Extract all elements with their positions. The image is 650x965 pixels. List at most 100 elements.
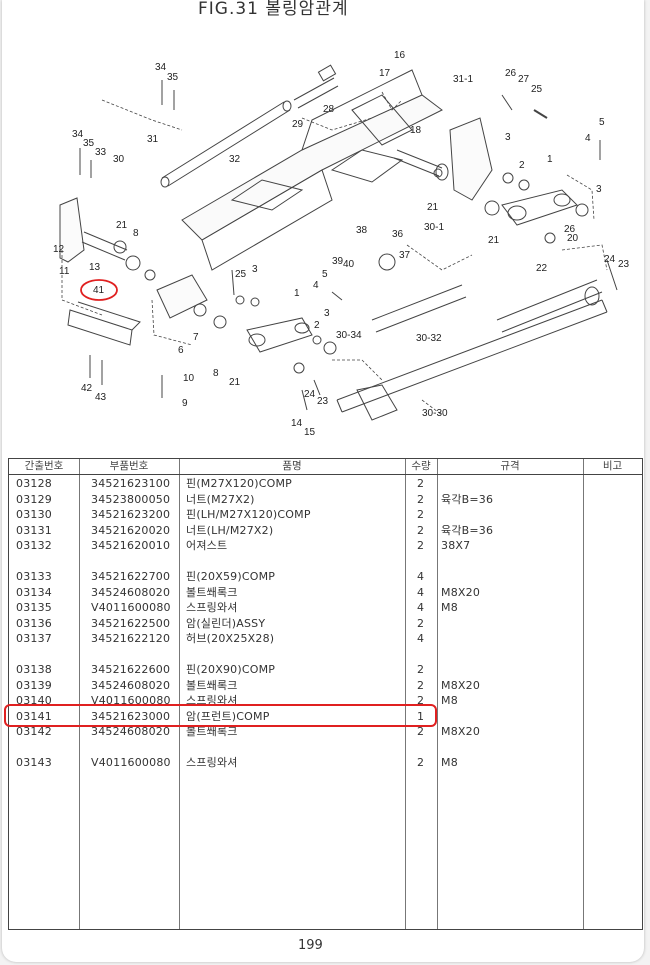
cell-index: 03139 — [16, 678, 52, 692]
callout-11: 11 — [59, 266, 70, 277]
callout-3d: 3 — [324, 308, 330, 319]
cell-part-number: 34523800050 — [91, 492, 171, 506]
callout-28: 28 — [323, 104, 335, 115]
cell-spec: M8 — [441, 694, 458, 707]
cell-part-name: 암(실린더)ASSY — [186, 616, 266, 630]
cell-quantity: 2 — [417, 756, 425, 769]
callout-42: 42 — [81, 383, 93, 394]
callout-1b: 1 — [294, 288, 300, 299]
callout-34b: 34 — [72, 129, 84, 140]
callout-21b: 21 — [427, 202, 439, 213]
callout-4: 4 — [585, 133, 591, 144]
callout-18: 18 — [410, 125, 422, 136]
cell-part-name: 핀(20X59)COMP — [186, 570, 276, 583]
cell-index: 03136 — [16, 616, 52, 630]
cell-quantity: 4 — [417, 601, 425, 614]
callout-12: 12 — [53, 244, 65, 255]
column-divider — [179, 459, 180, 929]
header-spec: 규격 — [500, 460, 520, 472]
cell-spec: 38X7 — [441, 539, 471, 552]
callout-30-1: 30-1 — [424, 222, 444, 233]
cell-index: 03133 — [16, 570, 52, 583]
cell-part-name: 스프링와셔 — [186, 694, 238, 707]
cell-spec: M8 — [441, 756, 458, 769]
cell-spec: M8X20 — [441, 678, 481, 692]
cell-quantity: 4 — [417, 632, 425, 645]
cell-spec: M8X20 — [441, 585, 481, 599]
callout-23b: 23 — [317, 396, 329, 407]
cell-part-name: 핀(M27X120)COMP — [186, 477, 292, 490]
callout-36: 36 — [392, 229, 404, 240]
cell-spec: 육각B=36 — [441, 492, 494, 506]
cell-part-name: 너트(M27X2) — [186, 492, 255, 506]
callout-2b: 2 — [314, 320, 320, 331]
callout-23: 23 — [618, 259, 630, 270]
callout-29: 29 — [292, 119, 304, 130]
cell-index: 03135 — [16, 601, 52, 614]
callout-2: 2 — [519, 160, 525, 171]
page-number: 199 — [298, 938, 323, 953]
cell-quantity: 2 — [417, 539, 425, 552]
callout-30-34: 30-34 — [336, 330, 362, 341]
callout-35b: 35 — [83, 138, 95, 149]
cell-index: 03140 — [16, 694, 52, 707]
callout-21: 21 — [116, 220, 128, 231]
cell-part-number: 34524608020 — [91, 725, 171, 738]
header-part-name: 품명 — [282, 460, 302, 472]
cell-index: 03131 — [16, 523, 52, 537]
table-row — [9, 554, 642, 569]
cell-index: 03141 — [16, 709, 52, 723]
callout-35: 35 — [167, 72, 179, 83]
callout-labels: 1 1 2 2 3 3 3 3 4 4 5 5 6 7 8 8 9 10 11 … — [53, 50, 630, 438]
callout-38: 38 — [356, 225, 368, 236]
cell-quantity: 2 — [417, 508, 425, 521]
column-divider — [405, 459, 406, 929]
callout-10: 10 — [183, 373, 195, 384]
cell-index: 03134 — [16, 585, 52, 599]
cell-index: 03129 — [16, 492, 52, 506]
cell-quantity: 4 — [417, 570, 425, 583]
callout-5b: 5 — [322, 269, 328, 280]
callout-30: 30 — [113, 154, 125, 165]
figure-title: FIG.31 볼링암관계 — [198, 0, 349, 19]
callout-5: 5 — [599, 117, 605, 128]
callout-43: 43 — [95, 392, 107, 403]
cell-index: 03143 — [16, 756, 52, 769]
cell-part-number: 34521620020 — [91, 523, 171, 537]
table-row — [9, 647, 642, 662]
table-row: 03129 34523800050 너트(M27X2) 2 육각B=36 — [9, 492, 642, 507]
callout-20: 20 — [567, 233, 579, 244]
callout-24: 24 — [604, 254, 616, 265]
cell-part-number: 34521622600 — [91, 663, 171, 676]
callout-8b: 8 — [213, 368, 219, 379]
callout-3b: 3 — [596, 184, 602, 195]
column-divider — [437, 459, 438, 929]
callout-3c: 3 — [252, 264, 258, 275]
cell-index: 03137 — [16, 632, 52, 645]
cell-quantity: 1 — [417, 709, 425, 723]
callout-21d: 21 — [229, 377, 241, 388]
cell-quantity: 2 — [417, 616, 425, 630]
callout-3: 3 — [505, 132, 511, 143]
header-part-number: 부품번호 — [109, 460, 149, 472]
callout-16: 16 — [394, 50, 406, 61]
callout-1: 1 — [547, 154, 553, 165]
callout-26: 26 — [505, 68, 517, 79]
callout-21c: 21 — [488, 235, 500, 246]
cell-quantity: 2 — [417, 492, 425, 506]
table-header: 간출번호 부품번호 품명 수량 규격 비고 — [9, 459, 642, 475]
cell-part-name: 스프링와셔 — [186, 601, 238, 614]
cell-part-number: 34521623000 — [91, 709, 171, 723]
cell-part-name: 핀(LH/M27X120)COMP — [186, 508, 311, 521]
